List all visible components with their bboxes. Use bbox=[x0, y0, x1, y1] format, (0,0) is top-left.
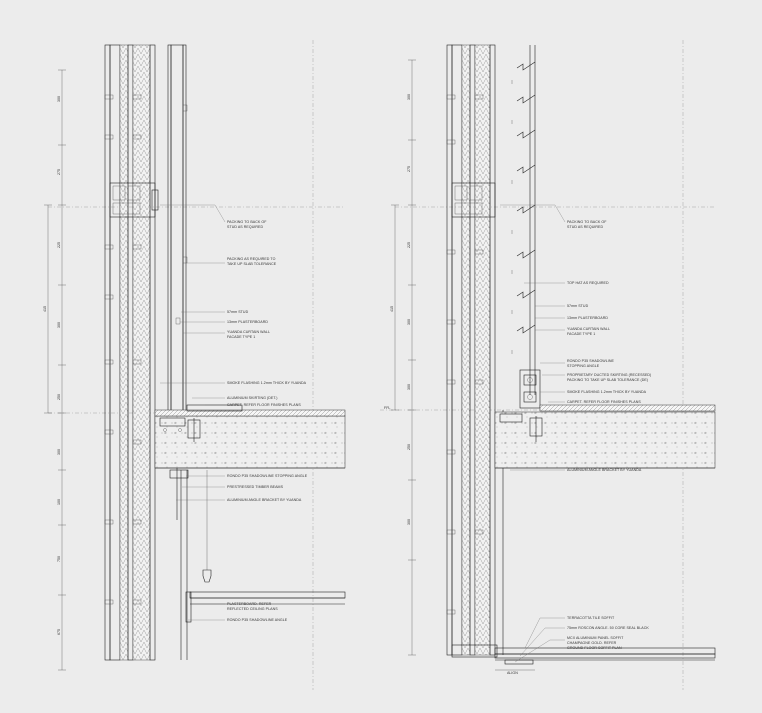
right-note: ALUMINIUM ANGLE BRACKET BY YUANDA bbox=[567, 468, 642, 472]
right-leaders bbox=[500, 204, 566, 663]
right-note: STUD AS REQUIRED bbox=[567, 225, 603, 229]
right-note: YUANDA CURTAIN WALL bbox=[567, 327, 610, 331]
left-note: REFLECTED CEILING PLANS bbox=[227, 607, 278, 611]
right-floor-slab bbox=[494, 404, 716, 469]
left-note: PACKING AS REQUIRED TO bbox=[227, 257, 276, 261]
right-dim-label: 300 bbox=[407, 384, 411, 390]
left-note: PACKING TO BACK OF bbox=[227, 220, 267, 224]
left-facade-panel bbox=[104, 44, 159, 661]
right-facade-panel bbox=[446, 44, 496, 656]
left-internal-lining bbox=[167, 44, 188, 660]
left-note: FACADE TYPE 1 bbox=[227, 335, 255, 339]
right-note: STOPPING ANGLE bbox=[567, 364, 600, 368]
left-dim-label: 300 bbox=[57, 449, 61, 455]
right-dim-label: 415 bbox=[390, 306, 394, 312]
left-dim-label: 300 bbox=[57, 96, 61, 102]
right-dim-label: 300 bbox=[407, 519, 411, 525]
right-dim-label: 250 bbox=[407, 444, 411, 450]
left-note: 13mm PLASTERBOARD bbox=[227, 320, 268, 324]
right-note: PROPRIETARY DUCTED SKIRTING (RECESSED) bbox=[567, 373, 651, 377]
left-annotations: PACKING TO BACK OF STUD AS REQUIRED PACK… bbox=[227, 220, 308, 622]
left-note: PRESTRESSED TIMBER BEAMS bbox=[227, 485, 284, 489]
right-note: TERRACOTTA TILE SOFFIT bbox=[567, 616, 615, 620]
right-note: CHAMPAGNE GOLD. REFER bbox=[567, 641, 617, 645]
left-dim-label: 675 bbox=[57, 629, 61, 635]
left-note: 57mm STUD bbox=[227, 310, 249, 314]
right-dim-label: 275 bbox=[407, 166, 411, 172]
right-note: 57mm STUD bbox=[567, 304, 589, 308]
right-note: CARPET. REFER FLOOR FINISHES PLANS bbox=[567, 400, 641, 404]
left-dim-label: 225 bbox=[57, 242, 61, 248]
right-note: MCX ALUMINIUM PANEL SOFFIT bbox=[567, 636, 624, 640]
left-note: PLASTERBOARD. REFER bbox=[227, 602, 272, 606]
right-dim-label: 225 bbox=[407, 242, 411, 248]
left-note: ALUMINIUM SKIRTING (DET.) bbox=[227, 396, 278, 400]
left-dim-label: 415 bbox=[43, 306, 47, 312]
left-note: SMOKE FLASHING 1.2mm THICK BY YUANDA bbox=[227, 381, 307, 385]
left-section: 300 275 225 415 300 250 300 100 750 675 bbox=[43, 40, 346, 690]
right-internal-lining bbox=[502, 45, 541, 655]
left-dim-label: 275 bbox=[57, 169, 61, 175]
left-dim-label: 750 bbox=[57, 556, 61, 562]
left-dim-label: 100 bbox=[57, 499, 61, 505]
left-note: STUD AS REQUIRED bbox=[227, 225, 263, 229]
left-note: RONDO P35 SHADOWLINE STOPPING ANGLE bbox=[227, 474, 308, 478]
right-annotations: PACKING TO BACK OF STUD AS REQUIRED TOP … bbox=[567, 220, 651, 650]
left-dimension-string: 300 275 225 415 300 250 300 100 750 675 bbox=[43, 69, 66, 671]
right-section: FFL 300 275 225 415 300 300 250 300 bbox=[380, 40, 716, 690]
left-ceiling bbox=[169, 469, 346, 623]
left-leaders bbox=[160, 204, 226, 621]
right-note: PACKING TO TAKE UP SLAB TOLERANCE (DE) bbox=[567, 378, 648, 382]
left-note: YUANDA CURTAIN WALL bbox=[227, 330, 270, 334]
left-floor-slab bbox=[154, 404, 346, 469]
right-note: RONDO P35 SHADOWLINE bbox=[567, 359, 614, 363]
left-note: ALUMINIUM ANGLE BRACKET BY YUANDA bbox=[227, 498, 302, 502]
right-note: 75mm ROSCON ANGLE. 50 CORE SEAL BLACK bbox=[567, 626, 649, 630]
right-bottom-tag: ALIGN bbox=[507, 671, 518, 675]
left-note: CARPET. REFER FLOOR FINISHES PLANS bbox=[227, 403, 301, 407]
right-level-tag: FFL bbox=[384, 406, 390, 410]
right-note: SMOKE FLASHING 1.2mm THICK BY YUANDA bbox=[567, 390, 647, 394]
left-dim-label: 250 bbox=[57, 394, 61, 400]
right-dim-label: 300 bbox=[407, 319, 411, 325]
right-note: GROUND FLOOR SOFFIT PLAN bbox=[567, 646, 622, 650]
right-dimension-string: 300 275 225 415 300 300 250 300 bbox=[390, 59, 416, 656]
left-dim-label: 300 bbox=[57, 322, 61, 328]
right-note: 13mm PLASTERBOARD bbox=[567, 316, 608, 320]
left-note: RONDO P35 SHADOWLINE ANGLE bbox=[227, 618, 288, 622]
right-note: PACKING TO BACK OF bbox=[567, 220, 607, 224]
right-soffit: ALIGN bbox=[451, 644, 716, 675]
right-note: FACADE TYPE 1 bbox=[567, 332, 595, 336]
right-note: TOP HAT AS REQUIRED bbox=[567, 281, 609, 285]
left-note: TAKE UP SLAB TOLERANCE bbox=[227, 262, 277, 266]
right-dim-label: 300 bbox=[407, 94, 411, 100]
